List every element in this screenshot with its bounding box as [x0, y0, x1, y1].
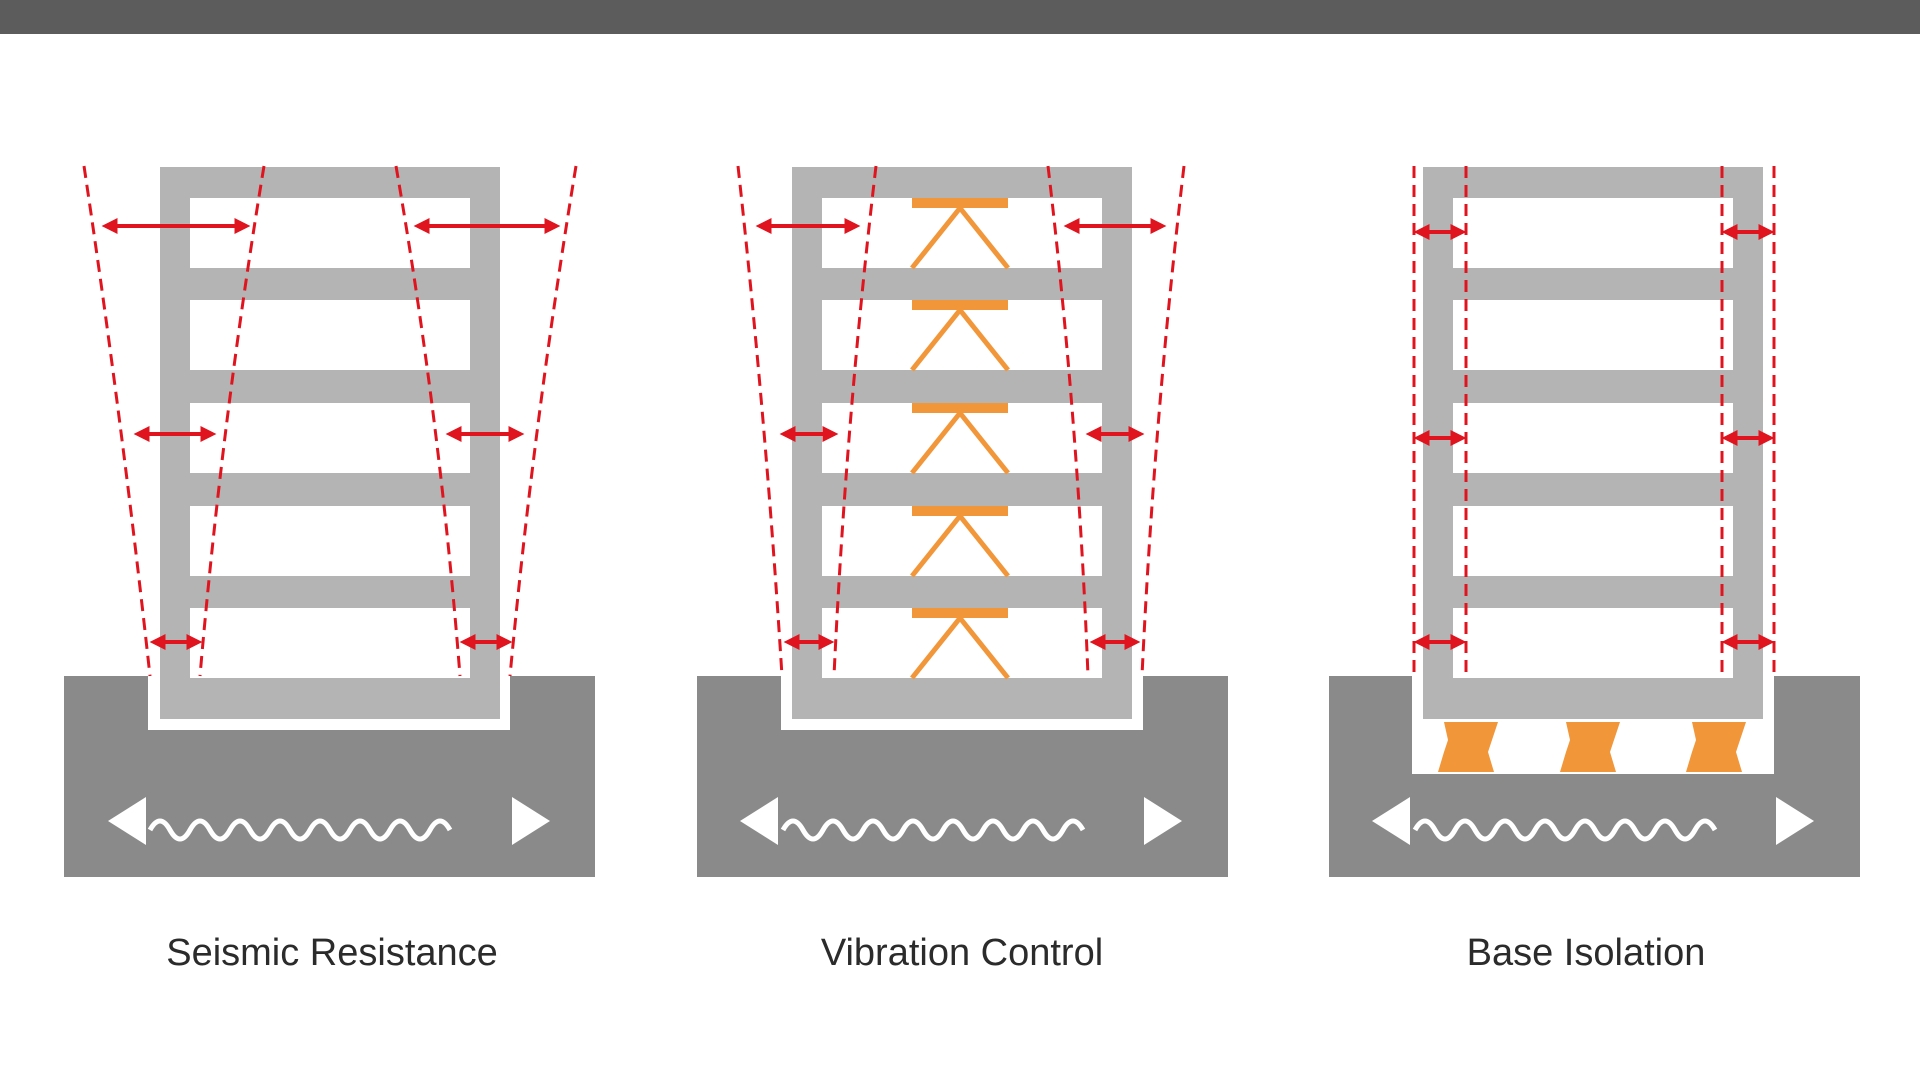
label-vibration-control: Vibration Control [820, 932, 1104, 974]
base-isolator [1438, 722, 1498, 772]
displacement-arrows [1413, 224, 1775, 650]
building-windows [1453, 198, 1733, 678]
deformation-lines [736, 165, 1186, 677]
displacement-arrows [755, 218, 1167, 650]
deformation-lines [82, 165, 578, 677]
damper [910, 403, 1010, 475]
panel-vibration-control [697, 165, 1228, 877]
dampers [910, 198, 1010, 680]
base-isolator [1560, 722, 1620, 772]
ground-wave-arrow [108, 797, 550, 845]
base-isolator [1686, 722, 1746, 772]
label-seismic-resistance: Seismic Resistance [166, 932, 498, 974]
base-isolators [1438, 722, 1746, 772]
top-bar [0, 0, 1920, 34]
ground-wave-arrow [1372, 797, 1814, 845]
damper [910, 300, 1010, 372]
damper [910, 506, 1010, 578]
damper [910, 608, 1010, 680]
panel-base-isolation [1329, 166, 1860, 877]
damper [910, 198, 1010, 270]
displacement-arrows [101, 218, 561, 650]
panel-seismic-resistance [64, 165, 595, 877]
label-base-isolation: Base Isolation [1466, 932, 1706, 974]
building-windows [822, 198, 1102, 678]
ground-wave-arrow [740, 797, 1182, 845]
deformation-lines [1412, 166, 1776, 676]
